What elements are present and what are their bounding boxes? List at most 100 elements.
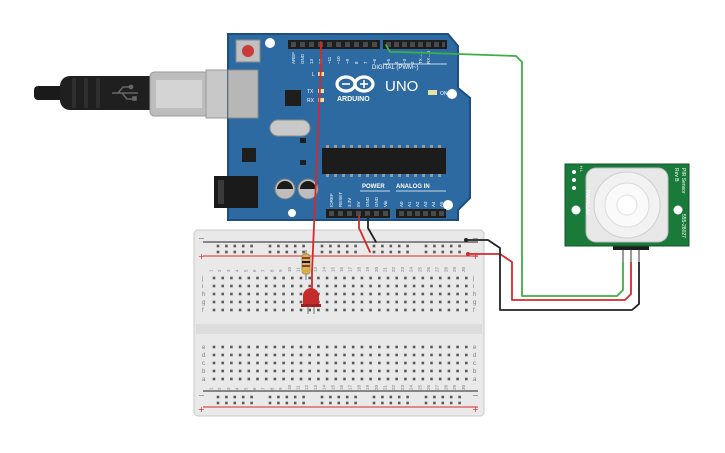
row-letter-left: e — [202, 345, 206, 351]
row-letter-left: d — [202, 353, 205, 359]
column-number-top: 10 — [287, 266, 292, 272]
column-number-bottom: 6 — [252, 387, 257, 390]
wire-black-ground — [465, 239, 640, 311]
column-number-bottom: 15 — [330, 384, 335, 390]
row-letter-left: j — [201, 276, 203, 282]
analog-header — [396, 209, 446, 218]
column-number-top: 5 — [243, 269, 248, 272]
column-number-bottom: 20 — [374, 384, 379, 390]
pir-model-text: PARALLAX — [584, 190, 590, 216]
column-number-bottom: 1 — [209, 387, 214, 390]
column-number-bottom: 24 — [409, 384, 414, 390]
column-number-top: 4 — [235, 269, 240, 272]
reset-button-cap[interactable] — [242, 45, 254, 57]
column-number-bottom: 18 — [356, 384, 361, 390]
row-letter-right: e — [473, 345, 477, 351]
rail-minus-bottom-left: − — [198, 391, 205, 400]
pir-part-number: 555-28027 — [680, 214, 686, 238]
column-number-top: 24 — [409, 266, 414, 272]
pir-sensor-title: PIR Sensor — [680, 168, 686, 194]
breadboard-holes — [212, 244, 468, 405]
row-letter-right: a — [473, 377, 477, 383]
row-letter-right: d — [473, 353, 476, 359]
pir-revision-text: Rev B — [673, 168, 679, 182]
column-number-bottom: 9 — [278, 387, 283, 390]
column-number-bottom: 23 — [400, 384, 405, 390]
resistor — [301, 250, 311, 280]
digital-pin-label: ~3 — [402, 58, 407, 64]
column-number-top: 15 — [330, 266, 335, 272]
column-number-top: 2 — [217, 269, 222, 272]
analog-header-label: ANALOG IN — [396, 184, 430, 190]
column-number-bottom: 11 — [296, 385, 301, 390]
rail-plus-top-left: + — [198, 252, 205, 261]
column-number-bottom: 4 — [235, 387, 240, 390]
column-number-top: 8 — [269, 269, 274, 272]
column-number-bottom: 5 — [243, 387, 248, 390]
wire-red-5v-to-rail — [358, 215, 371, 253]
column-number-bottom: 28 — [443, 384, 448, 390]
power-pin-label: GND — [365, 196, 370, 207]
analog-pin-label: A5 — [439, 201, 444, 207]
digital-pin-label: 4 — [394, 61, 399, 64]
row-letter-right: f — [473, 308, 475, 314]
pir-jumper-text: H L — [579, 166, 584, 173]
wires — [311, 41, 640, 311]
wire-red-power — [467, 253, 632, 301]
analog-pin-label: A2 — [415, 201, 420, 207]
power-pin-label: Vin — [383, 200, 388, 207]
power-pin-label: IOREF — [329, 193, 334, 207]
digital-pin-label: ~10 — [336, 56, 341, 64]
arduino-logo-icon — [335, 75, 375, 93]
row-letter-left: b — [202, 369, 206, 375]
usb-b-port — [227, 69, 259, 119]
board-model-label: UNO — [385, 78, 418, 95]
column-number-bottom: 16 — [339, 384, 344, 390]
row-letter-right: i — [473, 284, 474, 290]
digital-pin-label: AREF — [291, 52, 296, 64]
wire-green-signal — [385, 44, 624, 297]
rail-minus-top-right: − — [472, 234, 479, 243]
led-tx-indicator — [318, 89, 324, 93]
digital-pin-label: TX→1 — [418, 51, 423, 64]
digital-pin-label: RX←0 — [426, 50, 431, 64]
row-letter-left: f — [202, 308, 204, 314]
column-number-bottom: 30 — [461, 384, 466, 390]
led-on-label: ON — [440, 91, 448, 97]
rail-plus-bottom-right: + — [472, 405, 479, 414]
column-number-bottom: 3 — [226, 387, 231, 390]
column-number-top: 11 — [296, 267, 301, 272]
led-l-label: L — [312, 72, 315, 78]
digital-pin-label: 2 — [410, 61, 415, 64]
digital-pin-label: ~5 — [386, 58, 391, 64]
power-header-label: POWER — [362, 184, 385, 190]
row-letter-left: g — [202, 300, 205, 306]
row-letter-left: h — [202, 292, 205, 298]
power-pin-label: GND — [374, 196, 379, 207]
column-number-top: 14 — [322, 266, 327, 272]
led-rx-indicator — [318, 98, 324, 102]
analog-pin-label: A3 — [423, 201, 428, 207]
atmega-chip — [322, 148, 446, 174]
power-pin-label: RESET — [338, 192, 343, 207]
row-letter-right: g — [473, 300, 476, 306]
power-pin-label: 5V — [356, 201, 361, 207]
column-number-top: 13 — [313, 266, 318, 272]
wire-black-gnd-to-rail — [367, 215, 377, 243]
column-number-bottom: 19 — [365, 384, 370, 390]
digital-pin-label: ~6 — [372, 58, 377, 64]
crystal-oscillator — [269, 119, 311, 137]
led-tx-label: TX — [307, 89, 314, 95]
row-letter-right: c — [473, 361, 476, 367]
column-number-top: 29 — [452, 266, 457, 272]
digital-pin-label: 8 — [354, 61, 359, 64]
column-number-bottom: 7 — [261, 387, 266, 390]
column-number-bottom: 22 — [391, 384, 396, 390]
column-number-bottom: 21 — [383, 384, 388, 390]
column-number-top: 16 — [339, 266, 344, 272]
column-number-bottom: 13 — [313, 384, 318, 390]
